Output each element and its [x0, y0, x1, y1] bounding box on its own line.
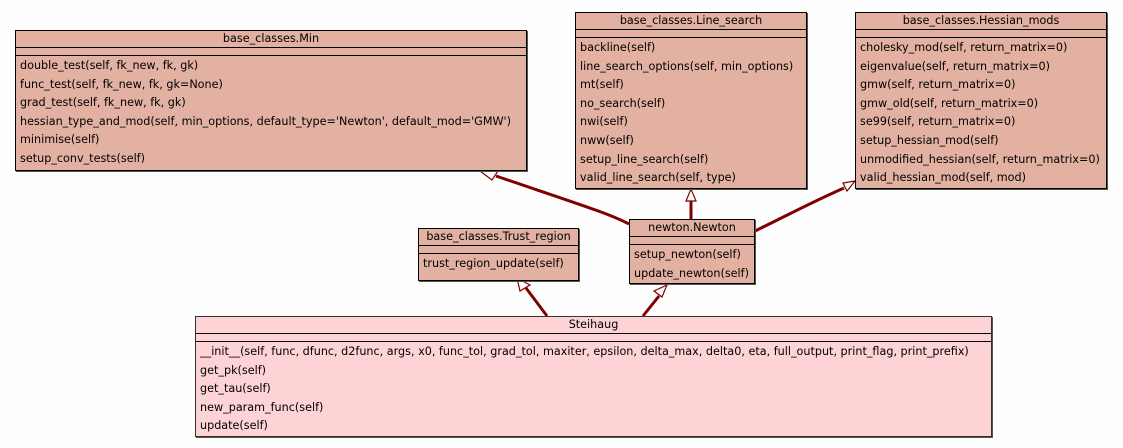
- arrowhead-min: [478, 170, 500, 181]
- arrowhead-newton: [652, 283, 669, 298]
- method-item: valid_line_search(self, type): [580, 171, 736, 185]
- method-item: backline(self): [580, 41, 656, 54]
- edge-newton-to-hessian-mods: [754, 186, 845, 233]
- class-title: newton.Newton: [630, 220, 754, 237]
- method-item: setup_newton(self): [634, 248, 741, 261]
- class-title: base_classes.Line_search: [576, 13, 806, 30]
- attributes-section: [16, 48, 526, 56]
- method-item: cholesky_mod(self, return_matrix=0): [860, 41, 1068, 54]
- methods-section: double_test(self, fk_new, fk, gk) func_te…: [16, 56, 526, 169]
- class-trust-region[interactable]: base_classes.Trust_region trust_region_u…: [418, 228, 579, 281]
- method-item: gmw(self, return_matrix=0): [860, 78, 1016, 92]
- method-item: gmw_old(self, return_matrix=0): [860, 96, 1039, 110]
- class-steihaug[interactable]: Steihaug __init__(self, func, dfunc, d2f…: [195, 316, 992, 437]
- method-item: trust_region_update(self): [423, 257, 564, 270]
- method-item: update(self): [200, 419, 268, 433]
- method-item: se99(self, return_matrix=0): [860, 115, 1016, 129]
- method-item: minimise(self): [20, 133, 100, 147]
- method-item: get_tau(self): [200, 382, 271, 396]
- method-item: update_newton(self): [634, 266, 749, 280]
- method-item: setup_conv_tests(self): [20, 151, 145, 165]
- method-item: hessian_type_and_mod(self, min_options, …: [20, 114, 511, 128]
- class-title: Steihaug: [196, 317, 991, 334]
- method-item: line_search_options(self, min_options): [580, 59, 794, 73]
- method-item: double_test(self, fk_new, fk, gk): [20, 59, 199, 72]
- methods-section: setup_newton(self) update_newton(self): [630, 245, 754, 283]
- attributes-section: [419, 246, 578, 254]
- method-item: mt(self): [580, 78, 624, 92]
- method-item: new_param_func(self): [200, 400, 324, 414]
- methods-section: backline(self) line_search_options(self, …: [576, 38, 806, 188]
- method-item: get_pk(self): [200, 363, 267, 377]
- class-title: base_classes.Hessian_mods: [856, 13, 1106, 30]
- attributes-section: [576, 30, 806, 38]
- attributes-section: [630, 237, 754, 245]
- arrowhead-hessian-mods: [842, 180, 857, 193]
- method-item: valid_hessian_mod(self, mod): [860, 171, 1026, 185]
- class-min[interactable]: base_classes.Min double_test(self, fk_ne…: [15, 30, 527, 171]
- class-title: base_classes.Min: [16, 31, 526, 48]
- arrowhead-trust-region: [516, 276, 532, 292]
- edge-steihaug-to-trust-region: [524, 287, 549, 317]
- method-item: no_search(self): [580, 96, 666, 110]
- methods-section: cholesky_mod(self, return_matrix=0)eigen…: [856, 38, 1106, 188]
- method-item: eigenvalue(self, return_matrix=0): [860, 59, 1050, 73]
- method-item: unmodified_hessian(self, return_matrix=0…: [860, 152, 1100, 166]
- method-item: nwi(self): [580, 115, 628, 129]
- edge-newton-to-min: [495, 174, 630, 226]
- methods-section: trust_region_update(self): [419, 254, 578, 274]
- method-item: __init__(self, func, dfunc, d2func, args…: [200, 345, 969, 358]
- class-line-search[interactable]: base_classes.Line_search backline(self) l…: [575, 12, 807, 189]
- class-title: base_classes.Trust_region: [419, 229, 578, 246]
- class-hessian-mods[interactable]: base_classes.Hessian_mods cholesky_mod(s…: [855, 12, 1107, 189]
- method-item: func_test(self, fk_new, fk, gk=None): [20, 77, 223, 91]
- method-item: nww(self): [580, 133, 634, 147]
- attributes-section: [196, 334, 991, 342]
- method-item: setup_line_search(self): [580, 152, 709, 166]
- attributes-section: [856, 30, 1106, 38]
- method-item: setup_hessian_mod(self): [860, 133, 999, 147]
- class-newton[interactable]: newton.Newton setup_newton(self) update_n…: [629, 219, 755, 284]
- arrowhead-line-search: [685, 187, 697, 202]
- methods-section: __init__(self, func, dfunc, d2func, args…: [196, 342, 991, 436]
- method-item: grad_test(self, fk_new, fk, gk): [20, 96, 186, 110]
- edge-steihaug-to-newton: [641, 295, 661, 317]
